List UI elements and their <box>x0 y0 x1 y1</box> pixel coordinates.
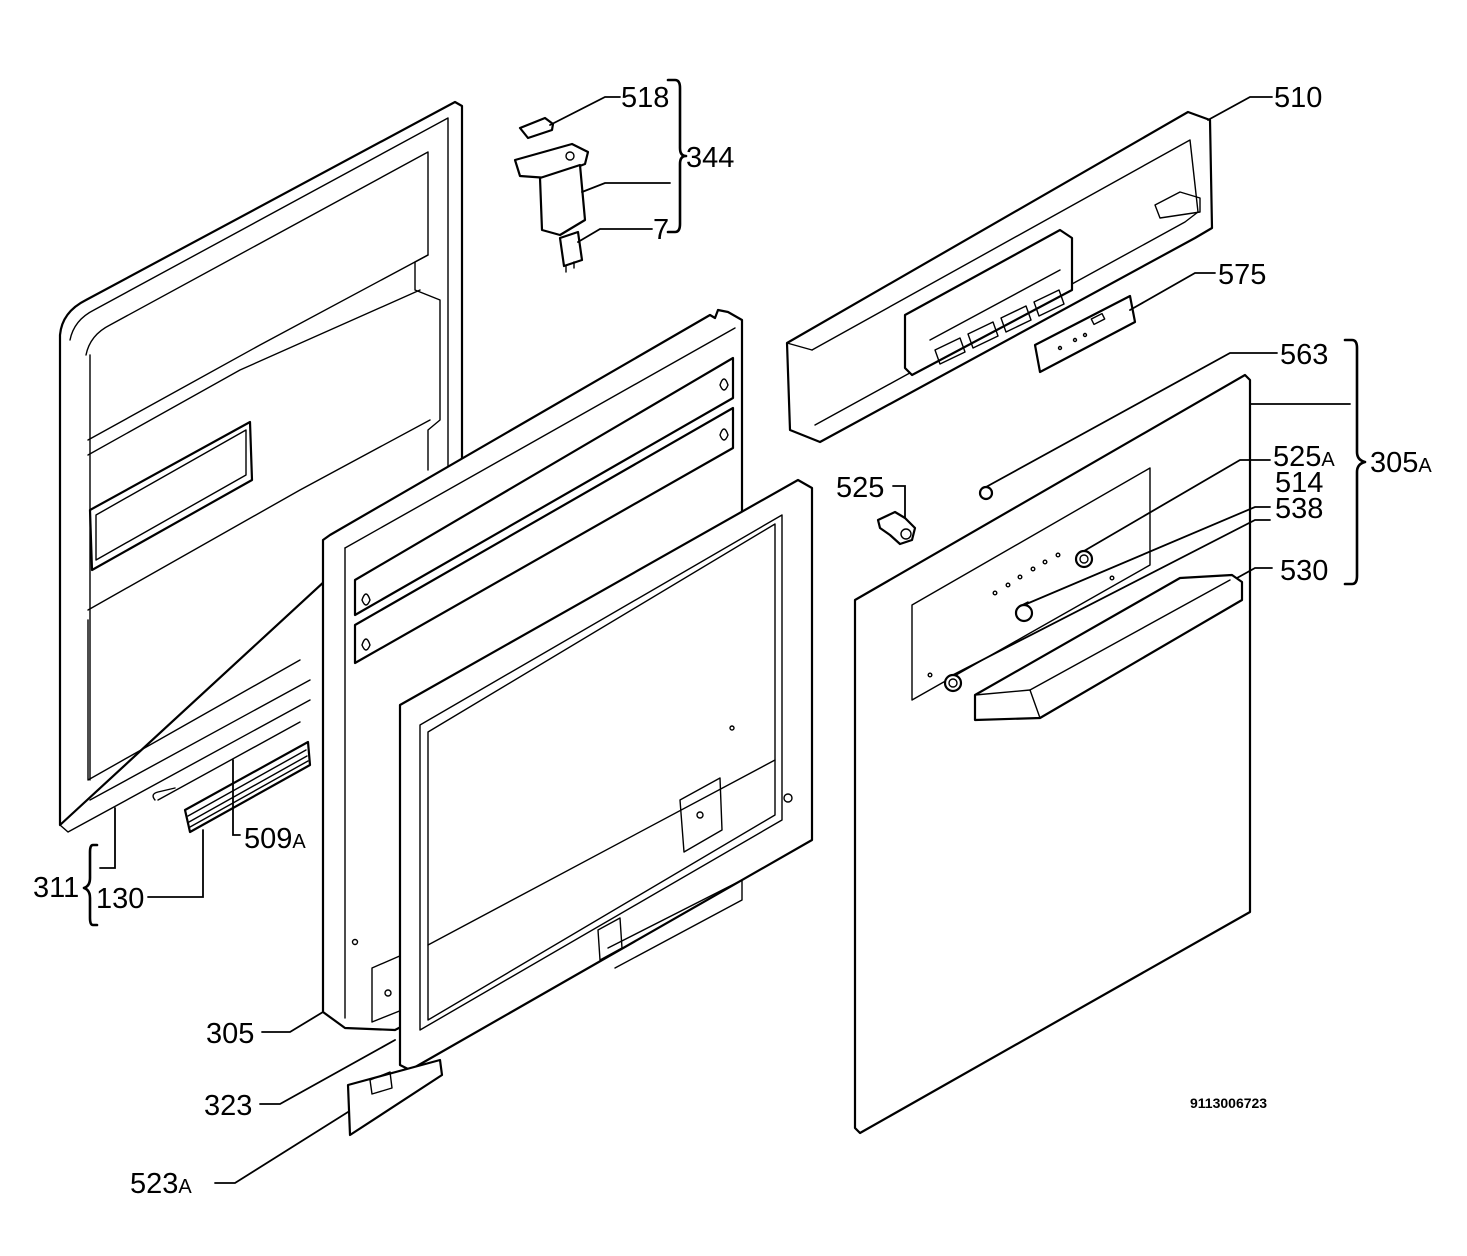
seal-strip-509A <box>152 721 312 834</box>
label-305A: 305A <box>1370 447 1432 479</box>
label-525A: 525A <box>1273 441 1335 473</box>
label-575: 575 <box>1218 259 1266 291</box>
door-handle-530 <box>973 573 1244 722</box>
inner-frame-323 <box>398 478 814 1072</box>
label-523A-suffix: A <box>178 1176 192 1198</box>
label-305A-number: 305 <box>1370 447 1418 479</box>
label-518: 518 <box>621 82 669 114</box>
diagram-code: 9113006723 <box>1190 1095 1267 1111</box>
label-530: 530 <box>1280 555 1328 587</box>
label-523A-number: 523 <box>130 1168 178 1200</box>
label-130: 130 <box>96 883 144 915</box>
outer-door-panel-305A <box>853 373 1252 1135</box>
door-latch-assembly-344 <box>513 116 590 273</box>
group-braces <box>82 78 1367 927</box>
leader-lines <box>99 96 1351 1184</box>
label-525A-number: 525 <box>1273 441 1321 473</box>
knobs-and-buttons <box>876 485 1094 693</box>
label-510: 510 <box>1274 82 1322 114</box>
label-509A: 509A <box>244 823 306 855</box>
label-305: 305 <box>206 1018 254 1050</box>
label-311: 311 <box>33 872 79 904</box>
label-523A: 523A <box>130 1168 192 1200</box>
inner-door-liner-311 <box>58 100 464 833</box>
label-563: 563 <box>1280 339 1328 371</box>
label-525A-suffix: A <box>1321 449 1335 471</box>
label-323: 323 <box>204 1090 252 1122</box>
label-514: 514 <box>1275 467 1323 499</box>
control-panel-housing-510 <box>785 110 1214 444</box>
label-344: 344 <box>686 142 734 174</box>
label-305A-suffix: A <box>1418 455 1432 477</box>
label-7: 7 <box>653 214 669 246</box>
label-509A-number: 509 <box>244 823 292 855</box>
label-525: 525 <box>836 472 884 504</box>
bottom-bracket-523A <box>346 1058 444 1137</box>
label-538: 538 <box>1275 493 1323 525</box>
panel-overlay-575 <box>1033 294 1137 374</box>
label-509A-suffix: A <box>292 831 306 853</box>
